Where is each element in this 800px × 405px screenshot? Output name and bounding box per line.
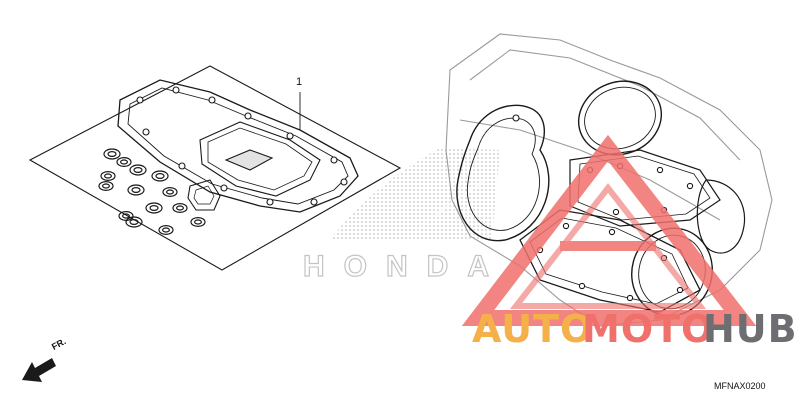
gasket-kit-sheet <box>28 65 402 271</box>
automotohub-triangle-logo <box>461 134 757 326</box>
honda-wordmark: HONDA <box>303 250 495 283</box>
engine-illustration <box>445 33 773 327</box>
watermark-moto: MOTO <box>582 307 715 351</box>
watermark-hub: HUB <box>703 307 798 351</box>
callout-number: 1 <box>296 76 303 88</box>
direction-arrow-icon <box>22 358 56 382</box>
watermark-auto: AUTO <box>472 307 594 351</box>
diagram-code: MFNAX0200 <box>714 381 766 391</box>
